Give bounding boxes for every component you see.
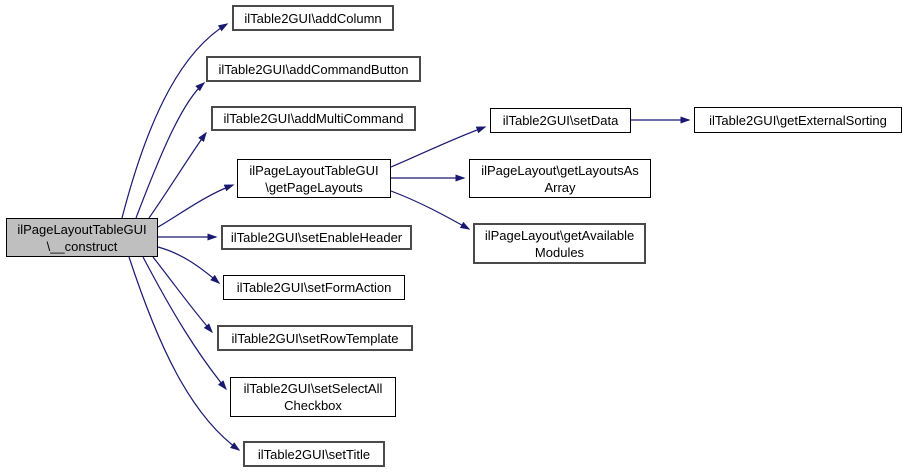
node-label: Array bbox=[544, 179, 576, 195]
node-label: ilTable2GUI\setData bbox=[502, 113, 619, 128]
node-iltable2gui-addmulticommand[interactable]: ilTable2GUI\addMultiCommand bbox=[211, 106, 416, 131]
node-label: \__construct bbox=[46, 238, 118, 254]
node-label: ilTable2GUI\setRowTemplate bbox=[231, 330, 399, 346]
node-label: Checkbox bbox=[284, 398, 342, 413]
edge-construct-addcommandbutton bbox=[135, 82, 206, 219]
node-label: ilPageLayoutTableGUI bbox=[17, 221, 147, 237]
node-ilpagelayouttablegui-construct: ilPageLayoutTableGUI \__construct bbox=[6, 218, 158, 257]
node-label: ilPageLayout\getLayoutsAs bbox=[481, 162, 639, 178]
edge-construct-setformaction bbox=[157, 246, 221, 284]
node-iltable2gui-setformaction[interactable]: ilTable2GUI\setFormAction bbox=[223, 275, 405, 300]
node-label: ilTable2GUI\setFormAction bbox=[236, 280, 392, 295]
edge-construct-addmulticommand bbox=[148, 131, 207, 219]
node-iltable2gui-setdata[interactable]: ilTable2GUI\setData bbox=[490, 108, 631, 133]
node-label: \getPageLayouts bbox=[265, 179, 363, 195]
edge-construct-getpagelayouts bbox=[157, 184, 235, 228]
edge-getpagelayouts-getmodules bbox=[390, 190, 471, 230]
node-iltable2gui-addcolumn[interactable]: ilTable2GUI\addColumn bbox=[232, 5, 394, 31]
node-label: ilTable2GUI\addColumn bbox=[244, 10, 382, 26]
node-ilpagelayout-getavailablemodules[interactable]: ilPageLayout\getAvailable Modules bbox=[473, 223, 646, 264]
node-iltable2gui-setenableheader[interactable]: ilTable2GUI\setEnableHeader bbox=[221, 225, 412, 250]
node-ilpagelayouttablegui-getpagelayouts[interactable]: ilPageLayoutTableGUI \getPageLayouts bbox=[237, 159, 391, 198]
node-label: ilPageLayout\getAvailable bbox=[484, 227, 635, 243]
node-iltable2gui-addcommandbutton[interactable]: ilTable2GUI\addCommandButton bbox=[206, 56, 421, 82]
node-label: ilTable2GUI\setSelectAll bbox=[243, 381, 383, 396]
node-iltable2gui-setrowtemplate[interactable]: ilTable2GUI\setRowTemplate bbox=[217, 325, 413, 351]
node-label: Modules bbox=[534, 244, 585, 260]
node-iltable2gui-getexternalsorting[interactable]: ilTable2GUI\getExternalSorting bbox=[694, 107, 902, 133]
node-iltable2gui-setselectallcheckbox[interactable]: ilTable2GUI\setSelectAll Checkbox bbox=[230, 377, 396, 417]
node-ilpagelayout-getlayoutsasarray[interactable]: ilPageLayout\getLayoutsAs Array bbox=[469, 159, 651, 198]
edge-construct-setrowtemplate bbox=[152, 256, 213, 334]
node-iltable2gui-settitle[interactable]: ilTable2GUI\setTitle bbox=[243, 441, 385, 467]
node-label: ilTable2GUI\getExternalSorting bbox=[709, 112, 887, 128]
node-label: ilTable2GUI\addCommandButton bbox=[218, 61, 409, 77]
edge-construct-setselectall bbox=[142, 256, 227, 391]
node-label: ilTable2GUI\addMultiCommand bbox=[223, 111, 404, 126]
node-label: ilTable2GUI\setTitle bbox=[257, 446, 371, 462]
node-label: ilTable2GUI\setEnableHeader bbox=[230, 230, 403, 245]
node-label: ilPageLayoutTableGUI bbox=[249, 162, 379, 178]
